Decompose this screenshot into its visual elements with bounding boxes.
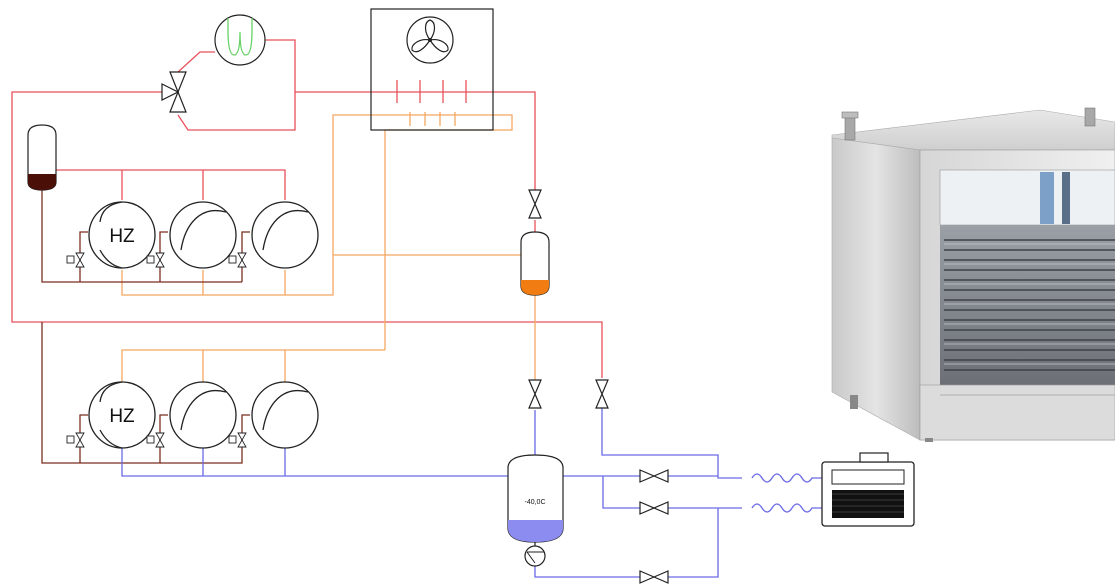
- suction-header-upper: [121, 254, 535, 296]
- three-way-valve-icon: [161, 71, 187, 113]
- cold-return-top: [601, 408, 742, 479]
- valve-pump-bypass: [639, 570, 669, 584]
- compressor-icon: HZ: [88, 201, 156, 269]
- check-valve-icon: [146, 252, 165, 268]
- suction-lines: [121, 112, 536, 382]
- hot-gas-bottom-right: [177, 92, 296, 131]
- hz-label-lower: HZ: [109, 406, 135, 427]
- check-valve-icon: [228, 252, 247, 268]
- oil-return-lower: [41, 322, 80, 464]
- oil-check-valves: [66, 252, 247, 448]
- check-valve-icon: [66, 252, 85, 268]
- fan-icon: [406, 16, 454, 64]
- compressor-icon: HZ: [88, 381, 156, 449]
- compressor-icon: [251, 201, 319, 269]
- cold-lines: [121, 408, 742, 578]
- hot-gas-to-condenser: [295, 91, 536, 190]
- hot-gas-discharge-header: [55, 169, 286, 200]
- valve-receiver-top: [528, 189, 542, 219]
- compressor-icon: [169, 381, 237, 449]
- flex-hose-bottom: [751, 503, 822, 513]
- hot-gas-lines: [11, 39, 603, 378]
- hot-gas-left-loop: [11, 91, 603, 378]
- oil-return-upper: [41, 190, 242, 283]
- hot-gas-top-branch: [177, 51, 215, 73]
- check-valve-icon: [146, 432, 165, 448]
- suction-header-lower: [121, 349, 385, 382]
- compressor-row-upper: HZ: [88, 201, 319, 269]
- condenser-unit: [370, 8, 494, 131]
- valve-separator-top: [528, 379, 542, 409]
- compressor-icon: [251, 381, 319, 449]
- oil-riser-l1: [79, 414, 88, 463]
- flex-hoses: [751, 473, 822, 513]
- low-pressure-separator: -40,0C: [507, 454, 564, 546]
- flex-hose-top: [751, 473, 822, 483]
- pump-bypass: [534, 566, 640, 578]
- pump-icon: [524, 545, 546, 567]
- cold-return-bottom: [668, 508, 719, 578]
- compressor-row-lower: HZ: [88, 381, 319, 449]
- valve-feed-2: [639, 501, 669, 515]
- intermediate-receiver: [520, 231, 550, 296]
- evaporator-icon: [821, 452, 915, 527]
- check-valve-icon: [66, 432, 85, 448]
- compressor-icon: [169, 201, 237, 269]
- valve-hot-gas-defrost: [595, 379, 609, 409]
- plate-freezer-photo: [831, 107, 1115, 442]
- valve-icon: [528, 189, 669, 584]
- check-valve-icon: [228, 432, 247, 448]
- cold-suction-header: [121, 448, 508, 477]
- hot-gas-top-right: [265, 39, 296, 92]
- valve-feed-1: [639, 469, 669, 483]
- hz-label-upper: HZ: [109, 226, 135, 247]
- suction-loop-condenser: [332, 114, 513, 350]
- cold-feed-2: [602, 476, 640, 509]
- expansion-valve-icon: [214, 14, 266, 66]
- oil-separator: [27, 124, 57, 191]
- separator-temperature-label: -40,0C: [524, 499, 545, 506]
